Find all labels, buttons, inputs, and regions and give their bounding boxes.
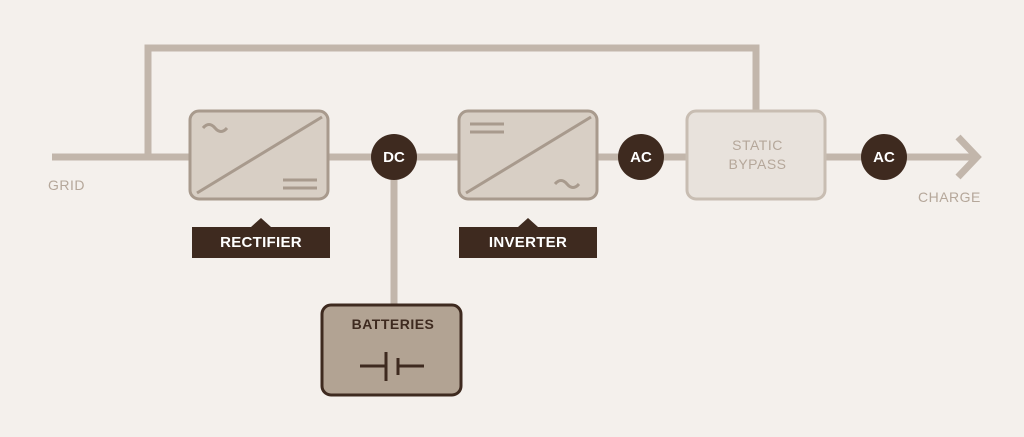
ac-wave-icon: [201, 123, 229, 133]
static-bypass-block: [685, 109, 827, 201]
static-bypass-line1: STATIC: [732, 137, 783, 153]
ac-wave-icon: [553, 179, 581, 189]
ac-inverter-node: AC: [618, 134, 664, 180]
static-bypass-label: STATIC BYPASS: [687, 136, 828, 174]
ac-output-node: AC: [861, 134, 907, 180]
rectifier-block: [188, 109, 330, 201]
dc-node: DC: [371, 134, 417, 180]
rectifier-tag: RECTIFIER: [192, 218, 330, 258]
output-arrow-icon: [955, 134, 982, 180]
inverter-block: [457, 109, 599, 201]
dc-symbol-icon: [470, 122, 504, 134]
charge-label: CHARGE: [918, 189, 981, 205]
dc-symbol-icon: [283, 178, 317, 190]
battery-icon: [360, 352, 424, 381]
connection-lines: [52, 44, 982, 306]
inverter-tag: INVERTER: [459, 218, 597, 258]
static-bypass-line2: BYPASS: [728, 156, 787, 172]
grid-label: GRID: [48, 177, 85, 193]
batteries-block: [320, 303, 463, 397]
batteries-label: BATTERIES: [351, 316, 435, 332]
bypass-line: [144, 44, 760, 157]
